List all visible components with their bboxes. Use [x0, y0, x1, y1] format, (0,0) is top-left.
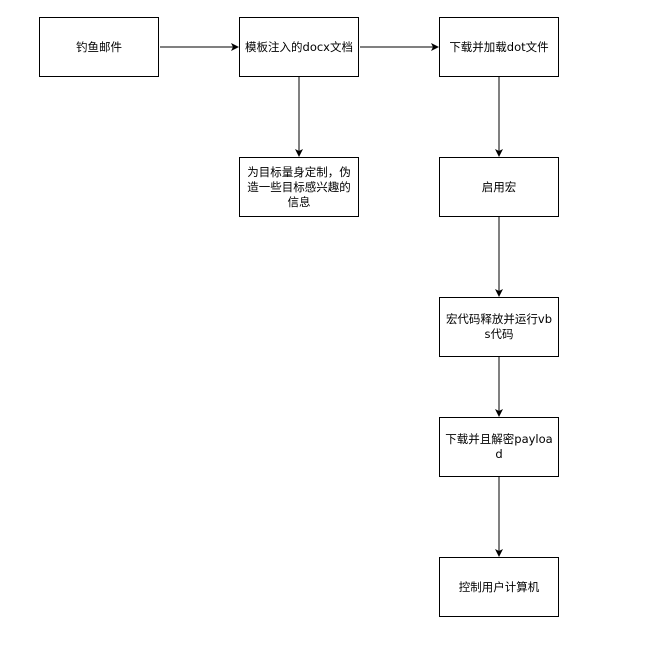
node-phishing-email: 钓鱼邮件 [39, 17, 159, 77]
node-download-load-dot-label: 下载并加载dot文件 [449, 39, 549, 54]
node-macro-release-vbs: 宏代码释放并运行vbs代码 [439, 297, 559, 357]
node-macro-release-vbs-label: 宏代码释放并运行vbs代码 [445, 312, 553, 341]
node-phishing-email-label: 钓鱼邮件 [76, 39, 122, 54]
node-download-load-dot: 下载并加载dot文件 [439, 17, 559, 77]
node-enable-macro: 启用宏 [439, 157, 559, 217]
node-enable-macro-label: 启用宏 [481, 179, 517, 194]
node-tailored-lure-info: 为目标量身定制，伪造一些目标感兴趣的信息 [239, 157, 359, 217]
node-download-decrypt-payload: 下载并且解密payload [439, 417, 559, 477]
node-control-user-computer: 控制用户计算机 [439, 557, 559, 617]
node-control-user-computer-label: 控制用户计算机 [458, 579, 540, 594]
node-tailored-lure-info-label: 为目标量身定制，伪造一些目标感兴趣的信息 [247, 164, 351, 209]
node-template-injection-docx: 模板注入的docx文档 [239, 17, 359, 77]
node-template-injection-docx-label: 模板注入的docx文档 [245, 39, 353, 54]
node-download-decrypt-payload-label: 下载并且解密payload [445, 432, 553, 461]
